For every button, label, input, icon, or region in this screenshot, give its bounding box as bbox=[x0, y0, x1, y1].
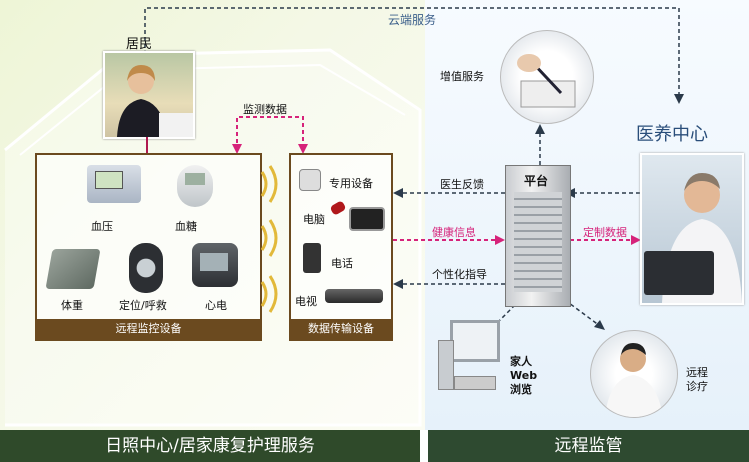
blood-pressure-device-icon bbox=[87, 165, 141, 203]
blood-sugar-label: 血糖 bbox=[175, 220, 197, 233]
value-added-label: 增值服务 bbox=[440, 70, 484, 83]
remote-monitoring-box-title: 远程监控设备 bbox=[37, 319, 260, 339]
laptop-icon bbox=[349, 207, 385, 231]
locator-watch-icon bbox=[129, 243, 163, 293]
data-transfer-box: 专用设备 电脑 电话 电视 数据传输设备 bbox=[289, 153, 393, 341]
tv-label: 电视 bbox=[295, 295, 317, 308]
resident-photo bbox=[103, 51, 195, 139]
ecg-label: 心电 bbox=[205, 299, 227, 312]
footer-left-bar: 日照中心/居家康复护理服务 bbox=[0, 430, 420, 462]
footer-right-bar: 远程监管 bbox=[428, 430, 749, 462]
family-web-label: 家人 Web 浏览 bbox=[510, 355, 537, 397]
browse-label: 浏览 bbox=[510, 383, 532, 396]
blood-glucose-meter-icon bbox=[177, 165, 213, 207]
cloud-service-label: 云端服务 bbox=[388, 13, 437, 27]
phone-label: 电话 bbox=[331, 257, 353, 270]
footer-left-text: 日照中心/居家康复护理服务 bbox=[105, 436, 315, 456]
remote-label: 远程 bbox=[686, 366, 708, 379]
locate-call-label: 定位/呼救 bbox=[119, 299, 167, 312]
computer-label: 电脑 bbox=[303, 213, 325, 226]
doctor-feedback-label: 医生反馈 bbox=[440, 178, 484, 191]
platform-server-icon bbox=[505, 165, 571, 307]
special-device-label: 专用设备 bbox=[329, 177, 373, 190]
footer-right-text: 远程监管 bbox=[554, 436, 623, 456]
monitor-data-label: 监测数据 bbox=[243, 103, 287, 116]
blood-pressure-label: 血压 bbox=[91, 220, 113, 233]
ecg-device-icon bbox=[192, 243, 238, 287]
health-info-label: 健康信息 bbox=[432, 226, 476, 239]
doctor-photo bbox=[640, 153, 744, 305]
data-transfer-box-title: 数据传输设备 bbox=[291, 319, 391, 339]
personal-guidance-label: 个性化指导 bbox=[432, 268, 487, 281]
mobile-phone-icon bbox=[303, 243, 321, 273]
family-label: 家人 bbox=[510, 355, 532, 368]
weight-label: 体重 bbox=[61, 299, 83, 312]
custom-data-label: 定制数据 bbox=[583, 226, 627, 239]
medical-center-label: 医养中心 bbox=[636, 124, 708, 145]
web-label: Web bbox=[510, 369, 538, 382]
home-computer-icon bbox=[438, 320, 500, 394]
value-added-writing-icon bbox=[500, 30, 594, 124]
diagnosis-label: 诊疗 bbox=[686, 380, 708, 393]
set-top-box-icon bbox=[325, 289, 383, 303]
special-device-icon bbox=[299, 169, 321, 191]
platform-label: 平台 bbox=[524, 174, 549, 188]
remote-monitoring-box: 血压 血糖 体重 定位/呼救 心电 远程监控设备 bbox=[35, 153, 262, 341]
remote-doctor-icon bbox=[590, 330, 678, 418]
remote-diagnosis-label: 远程 诊疗 bbox=[686, 366, 708, 394]
resident-label: 居民 bbox=[126, 37, 153, 52]
